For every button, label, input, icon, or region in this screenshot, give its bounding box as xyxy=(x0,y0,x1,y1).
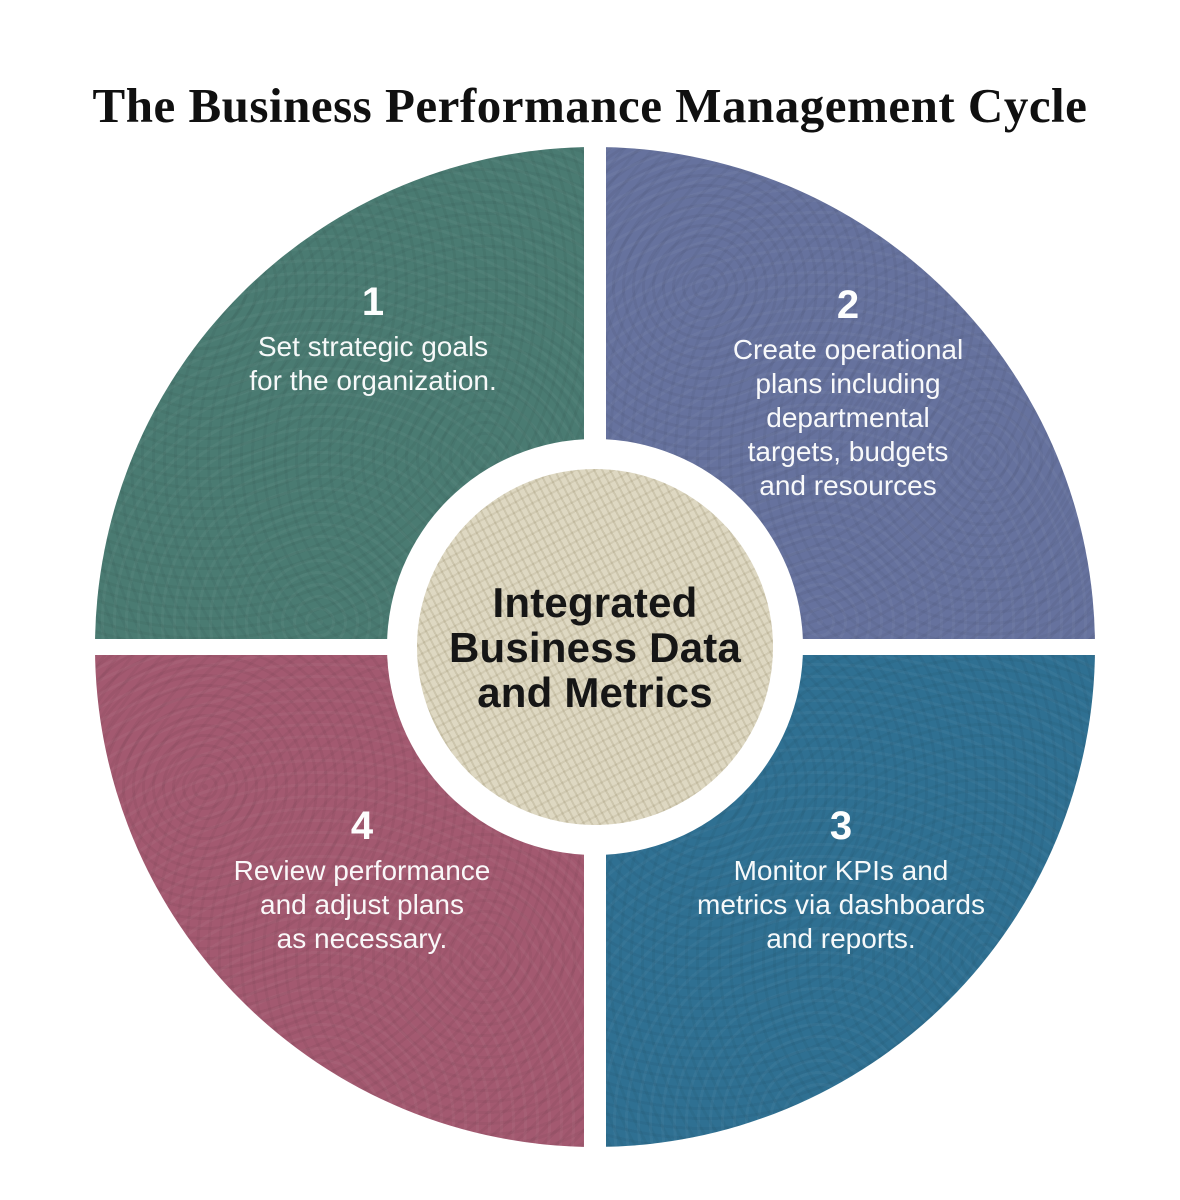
step-1-number: 1 xyxy=(361,280,385,324)
step-2-number: 2 xyxy=(836,283,860,327)
center-hub-circle: Integrated Business Data and Metrics xyxy=(417,469,773,825)
step-4-description: Review performance and adjust plans as n… xyxy=(233,855,491,954)
page-title: The Business Performance Management Cycl… xyxy=(92,77,1088,133)
step-3-number: 3 xyxy=(829,804,853,848)
step-3-description: Monitor KPIs and metrics via dashboards … xyxy=(697,855,985,954)
step-4-label-block: 4 Review performance and adjust plans as… xyxy=(132,804,592,956)
step-3-label-block: 3 Monitor KPIs and metrics via dashboard… xyxy=(611,804,1071,956)
performance-cycle-diagram: 1 Set strategic goals for the organizati… xyxy=(95,147,1095,1147)
center-hub-label: Integrated Business Data and Metrics xyxy=(448,578,742,716)
step-1-label-block: 1 Set strategic goals for the organizati… xyxy=(143,280,603,398)
step-4-number: 4 xyxy=(350,804,374,848)
center-white-ring: Integrated Business Data and Metrics xyxy=(387,439,803,855)
step-2-description: Create operational plans including depar… xyxy=(732,334,964,501)
step-1-description: Set strategic goals for the organization… xyxy=(249,331,497,396)
step-2-label-block: 2 Create operational plans including dep… xyxy=(618,283,1078,503)
